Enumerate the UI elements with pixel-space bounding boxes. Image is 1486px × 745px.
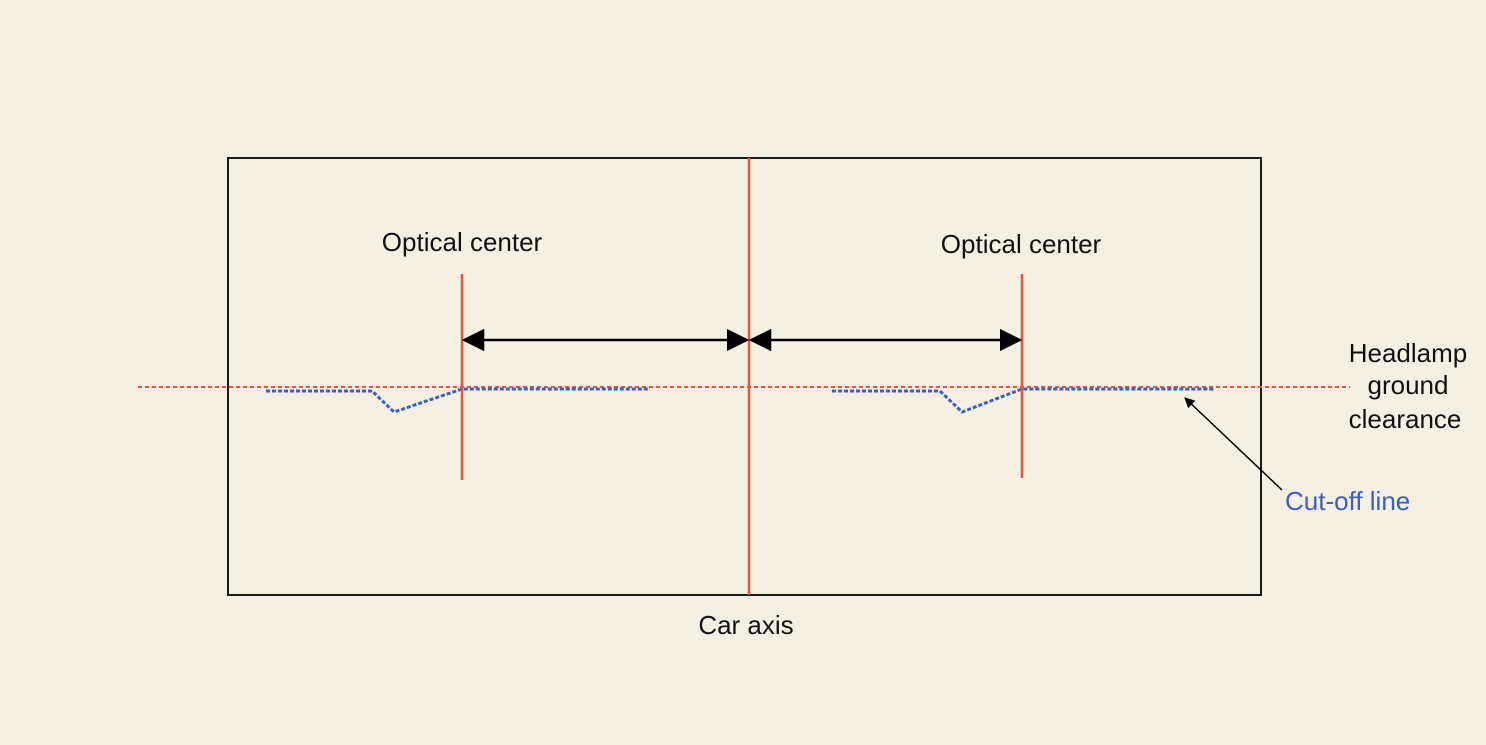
car-axis-label: Car axis (698, 610, 793, 640)
optical-center-right-label: Optical center (941, 229, 1102, 259)
headlamp-label-line1: Headlamp (1349, 338, 1468, 368)
cutoff-pointer-arrow (1184, 397, 1283, 491)
cutoff-line-left (266, 387, 650, 414)
headlamp-label-line2: ground (1368, 370, 1449, 400)
headlamp-label-line3: clearance (1349, 404, 1462, 434)
cutoff-line-label: Cut-off line (1285, 486, 1410, 516)
cutoff-line-right (832, 387, 1215, 414)
screen-frame (227, 157, 1262, 596)
optical-center-left-label: Optical center (382, 227, 543, 257)
